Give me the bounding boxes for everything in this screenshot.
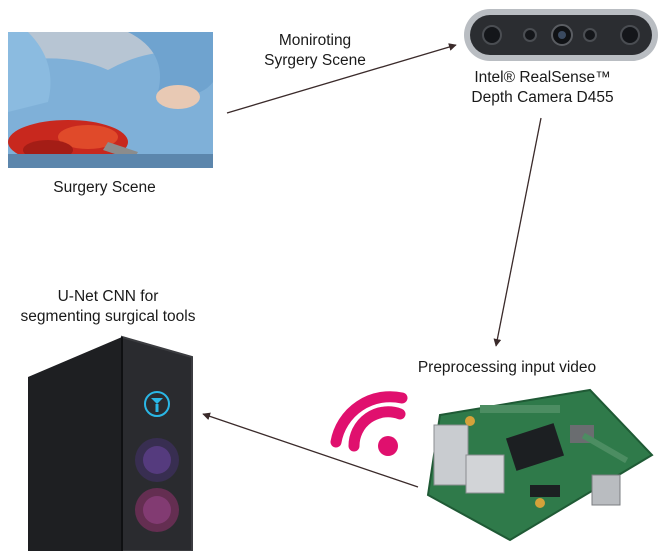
depth-camera-image (462, 3, 660, 67)
monitoring-label-line2: Syrgery Scene (264, 52, 366, 69)
depth-camera-label: Intel® RealSense™ Depth Camera D455 (455, 68, 630, 108)
depth-camera-label-line2: Depth Camera D455 (471, 89, 614, 106)
embedded-board-image (420, 385, 655, 545)
arrow-camera-to-board (493, 117, 542, 347)
surgery-scene-image (8, 32, 213, 168)
unet-label-line2: segmenting surgical tools (20, 308, 196, 325)
monitoring-label-line1: Moniroting (278, 32, 352, 49)
surgery-scene-label: Surgery Scene (53, 179, 156, 196)
unet-label-line1: U-Net CNN for (57, 288, 159, 305)
depth-camera-label-line1: Intel® RealSense™ (474, 69, 611, 86)
monitoring-label: Moniroting Syrgery Scene (255, 31, 375, 71)
unet-label: U-Net CNN for segmenting surgical tools (4, 287, 212, 327)
pc-tower-image (26, 332, 196, 551)
wifi-icon (328, 390, 410, 460)
preprocessing-label: Preprocessing input video (417, 359, 597, 376)
